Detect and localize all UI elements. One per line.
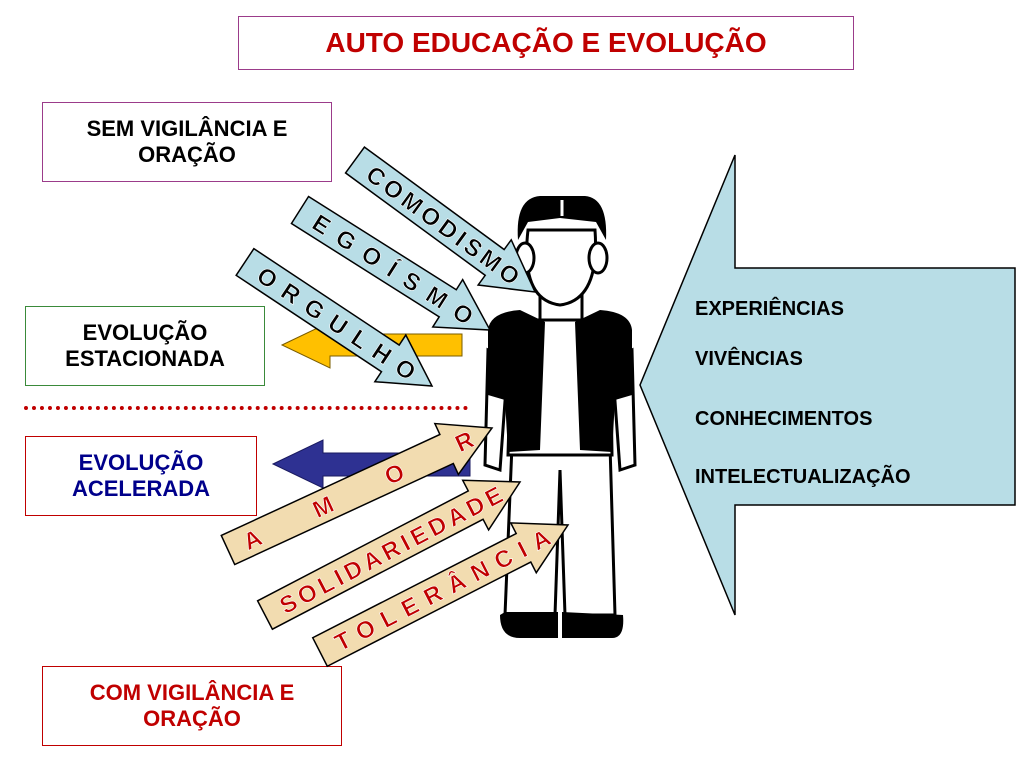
word-arrow-shape [344, 146, 537, 293]
person-figure [483, 196, 637, 638]
word-arrow-shape [290, 195, 492, 331]
big-arrow-item: INTELECTUALIZAÇÃO [695, 465, 911, 488]
page-title: AUTO EDUCAÇÃO E EVOLUÇÃO [238, 16, 854, 70]
big-input-arrow [639, 154, 1016, 616]
dotted-divider [24, 406, 468, 410]
word-arrow-shape [256, 479, 522, 631]
evolucao-acelerada-box: EVOLUÇÃO ACELERADA [25, 436, 257, 516]
big-arrow-item: CONHECIMENTOS [695, 408, 872, 430]
big-arrow-item: EXPERIÊNCIAS [695, 296, 844, 320]
com-vigilancia-box: COM VIGILÂNCIA E ORAÇÃO [42, 666, 342, 746]
word-arrow-shape [235, 247, 434, 387]
word-arrow-shape [311, 522, 570, 668]
evolucao-estacionada-box: EVOLUÇÃO ESTACIONADA [25, 306, 265, 386]
word-arrow-shape [220, 422, 494, 566]
sem-vigilancia-box: SEM VIGILÂNCIA E ORAÇÃO [42, 102, 332, 182]
big-arrow-item: VIVÊNCIAS [695, 346, 803, 370]
